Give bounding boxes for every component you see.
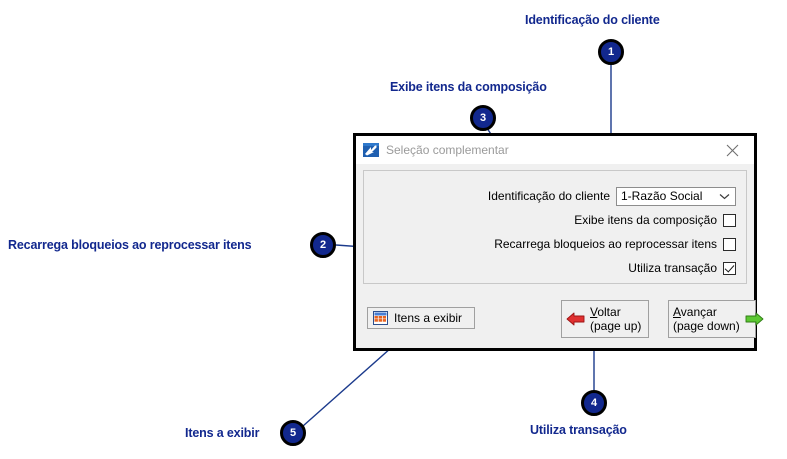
callout-circle-3: 3	[470, 105, 496, 131]
itens-a-exibir-label: Itens a exibir	[394, 311, 463, 325]
callout-label-3: Exibe itens da composição	[390, 80, 547, 94]
arrow-right-green-icon	[745, 312, 764, 326]
callout-label-1: Identificação do cliente	[525, 13, 660, 27]
arrow-left-red-icon	[566, 312, 585, 326]
close-icon[interactable]	[712, 137, 752, 163]
voltar-label-rest: oltar	[597, 305, 621, 319]
checkbox-recarrega-bloqueios[interactable]	[723, 237, 736, 251]
voltar-sublabel: (page up)	[590, 319, 642, 333]
callout-circle-2: 2	[310, 232, 336, 258]
avancar-label-line: Avançar	[673, 305, 740, 319]
options-panel: Identificação do cliente 1-Razão Social …	[363, 170, 747, 284]
checkbox-exibe-itens-composicao[interactable]	[723, 213, 736, 227]
voltar-label-line: Voltar	[590, 305, 644, 319]
selecao-complementar-dialog: Seleção complementar Identificação do cl…	[353, 133, 764, 351]
identificacao-cliente-combobox[interactable]: 1-Razão Social	[616, 186, 736, 206]
voltar-button[interactable]: Voltar (page up)	[561, 300, 649, 338]
label-identificacao-cliente: Identificação do cliente	[487, 189, 610, 203]
dialog-body: Identificação do cliente 1-Razão Social …	[356, 164, 764, 348]
chevron-down-icon[interactable]	[713, 188, 735, 205]
field-row-identificacao-cliente: Identificação do cliente 1-Razão Social	[364, 185, 746, 207]
callout-label-2: Recarrega bloqueios ao reprocessar itens	[8, 238, 252, 252]
grid-table-icon	[373, 311, 388, 325]
label-recarrega-bloqueios: Recarrega bloqueios ao reprocessar itens	[494, 237, 717, 251]
chart-arrow-icon	[363, 143, 379, 157]
avancar-accel: A	[673, 305, 681, 319]
callout-circle-1: 1	[598, 39, 624, 65]
dialog-title: Seleção complementar	[386, 143, 509, 157]
field-row-recarrega-bloqueios: Recarrega bloqueios ao reprocessar itens	[364, 233, 746, 255]
identificacao-cliente-value: 1-Razão Social	[621, 189, 703, 203]
field-row-utiliza-transacao: Utiliza transação	[364, 257, 746, 279]
itens-a-exibir-button[interactable]: Itens a exibir	[367, 307, 475, 329]
field-row-exibe-itens-composicao: Exibe itens da composição	[364, 209, 746, 231]
callout-circle-4: 4	[581, 390, 607, 416]
avancar-label-rest: vançar	[680, 305, 717, 319]
voltar-accel: V	[590, 305, 598, 319]
avancar-sublabel: (page down)	[673, 319, 740, 333]
callout-label-5: Itens a exibir	[185, 426, 260, 440]
avancar-text-wrap: Avançar (page down)	[673, 305, 740, 333]
callout-circle-5: 5	[280, 420, 306, 446]
avancar-button[interactable]: Avançar (page down)	[668, 300, 764, 338]
callout-label-4: Utiliza transação	[530, 423, 627, 437]
label-exibe-itens-composicao: Exibe itens da composição	[574, 213, 717, 227]
checkbox-utiliza-transacao[interactable]	[723, 261, 736, 275]
label-utiliza-transacao: Utiliza transação	[628, 261, 717, 275]
voltar-text-wrap: Voltar (page up)	[590, 305, 644, 333]
dialog-titlebar[interactable]: Seleção complementar	[356, 136, 754, 164]
dialog-button-bar: Itens a exibir Voltar (page up) Avançar …	[363, 300, 764, 340]
